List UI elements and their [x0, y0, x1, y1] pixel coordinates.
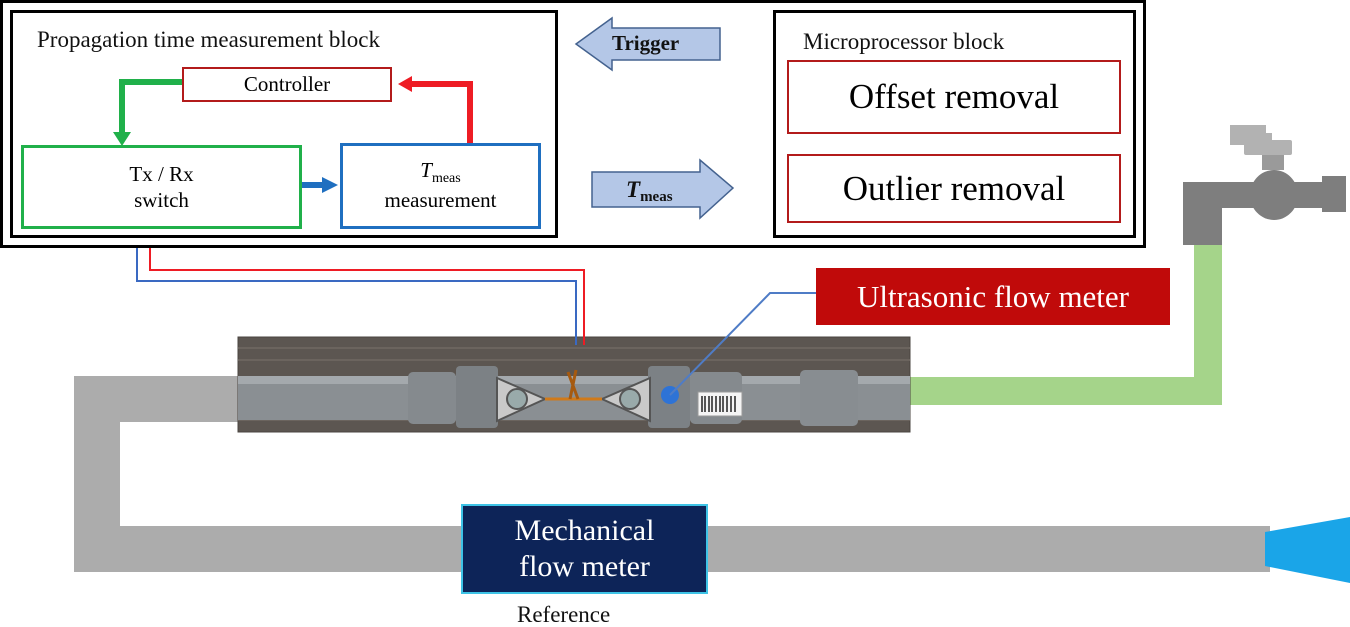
outlier-removal-label: Outlier removal: [842, 168, 1066, 208]
propagation-block-title: Propagation time measurement block: [37, 27, 380, 52]
green-hose: [905, 235, 1222, 405]
offset-removal-box: Offset removal: [787, 60, 1121, 134]
mechanical-line2: flow meter: [519, 550, 650, 583]
txrx-line1: Tx / Rx: [129, 161, 194, 186]
reference-label: Reference: [517, 602, 611, 627]
tmeas-arrow-symbol: T: [626, 177, 641, 202]
tmeas-arrow: [591, 158, 735, 220]
green-arrow: [119, 79, 183, 138]
txrx-switch-box: Tx / Rx switch: [21, 145, 302, 229]
tmeas-subscript: meas: [431, 171, 461, 187]
nozzle-icon: [1265, 517, 1350, 583]
trigger-label: Trigger: [612, 31, 680, 55]
tmeas-line2: measurement: [384, 188, 497, 213]
ultrasonic-leader-line: [669, 292, 818, 396]
txrx-line2: switch: [134, 188, 189, 212]
microprocessor-block-title: Microprocessor block: [803, 29, 1005, 54]
ultrasonic-label-text: Ultrasonic flow meter: [856, 278, 1130, 314]
tmeas-measurement-box: Tmeas measurement: [340, 143, 541, 229]
ultrasonic-flow-meter-label: Ultrasonic flow meter: [816, 268, 1170, 325]
tmeas-heading: Tmeas: [420, 158, 460, 188]
red-arrow: [408, 81, 473, 143]
red-arrowhead: [398, 76, 412, 92]
controller-box: Controller: [182, 67, 392, 102]
tmeas-symbol: T: [420, 158, 432, 183]
outlier-removal-box: Outlier removal: [787, 154, 1121, 223]
trigger-arrow: [574, 16, 721, 72]
green-arrowhead: [113, 132, 131, 146]
blue-arrowhead: [322, 177, 338, 193]
tmeas-arrow-label: Tmeas: [626, 178, 673, 205]
mechanical-line1: Mechanical: [514, 514, 655, 547]
mechanical-flow-meter-box: Mechanical flow meter: [461, 504, 708, 594]
offset-removal-label: Offset removal: [848, 77, 1060, 116]
red-wire: [149, 228, 585, 345]
tmeas-arrow-subscript: meas: [640, 189, 673, 205]
blue-wire: [136, 228, 577, 345]
faucet-icon: [1183, 125, 1346, 245]
flow-meter-photo: [237, 336, 911, 433]
controller-label: Controller: [243, 72, 331, 96]
